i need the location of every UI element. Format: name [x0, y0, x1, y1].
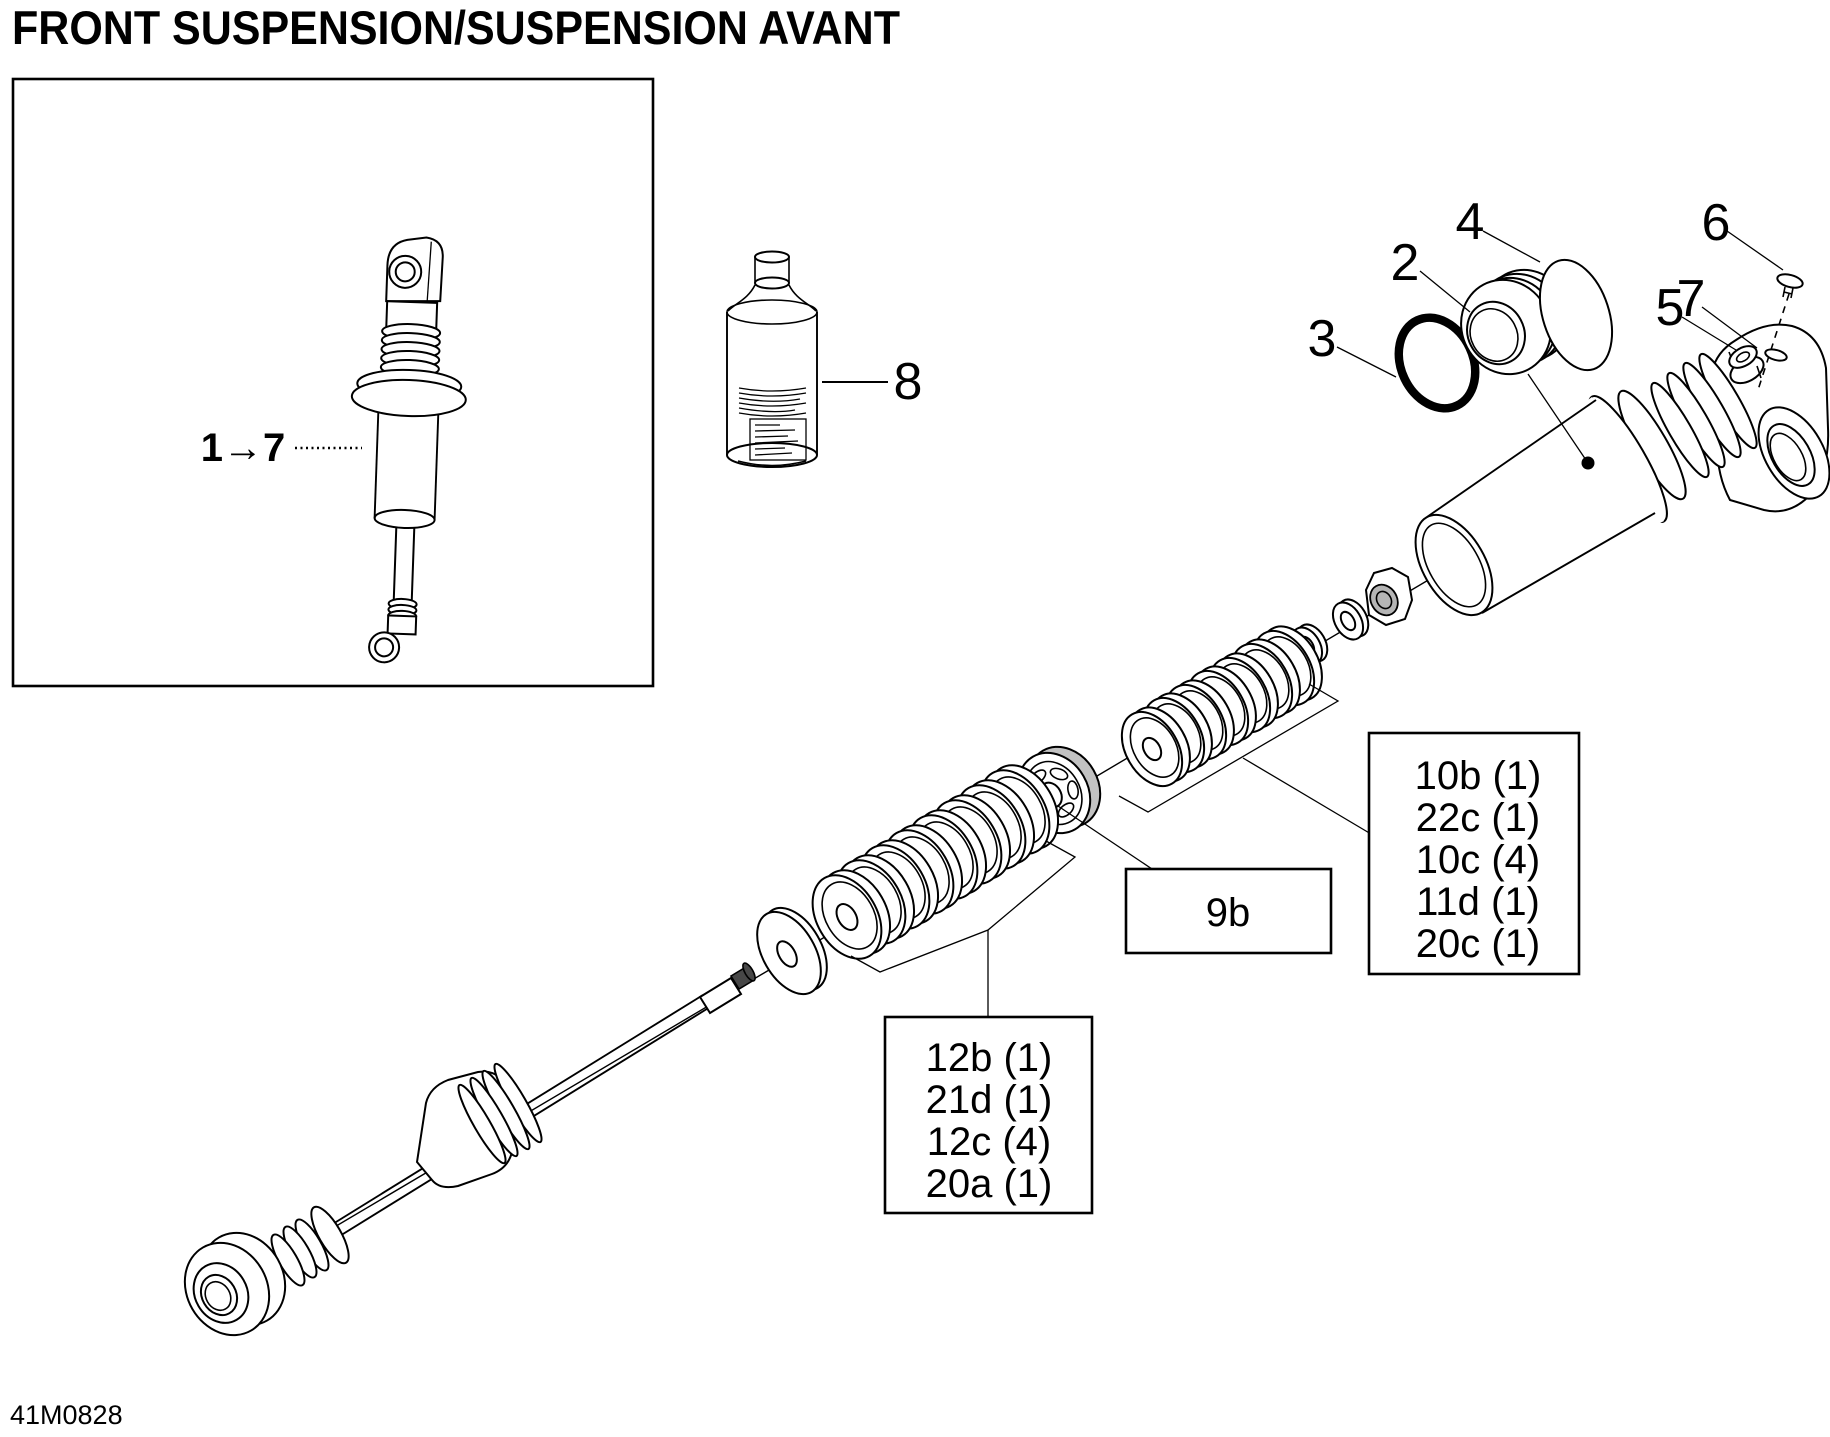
- parts-box-right-line: 20c (1): [1416, 922, 1541, 966]
- position-dot: [1581, 456, 1595, 470]
- callout-3: 3: [1308, 310, 1337, 368]
- bracket-right: [1118, 683, 1340, 813]
- spring-stack-left: [797, 752, 1074, 972]
- doc-code: 41M0828: [10, 1400, 123, 1430]
- can-label-text-block: [749, 418, 807, 461]
- parts-box-left-line: 21d (1): [926, 1078, 1053, 1122]
- reservoir-body: [1414, 323, 1830, 617]
- parts-box-right-line: 11d (1): [1416, 880, 1540, 924]
- parts-box-left-line: 12c (4): [927, 1120, 1052, 1164]
- shock-oil-can: 8: [726, 250, 923, 468]
- shock-shaft: [183, 962, 756, 1337]
- callout-8: 8: [894, 353, 923, 411]
- callout-7: 7: [1677, 270, 1706, 328]
- seal-head: [415, 1062, 543, 1189]
- parts-box-left-line: 12b (1): [926, 1036, 1053, 1080]
- parts-box-left-line: 20a (1): [926, 1162, 1053, 1206]
- callout-2: 2: [1391, 234, 1420, 292]
- page-title: FRONT SUSPENSION/SUSPENSION AVANT: [12, 1, 900, 54]
- parts-box-right-line: 10b (1): [1415, 754, 1542, 798]
- leader-line-9b: [1057, 805, 1153, 870]
- callout-5: 5: [1656, 279, 1685, 337]
- group-brackets: [850, 683, 1372, 1017]
- screw-centerline: [1757, 293, 1790, 391]
- range-label: 1→7: [201, 426, 286, 470]
- bracket-right-connector: [1242, 757, 1372, 835]
- callout-leaders: [1336, 230, 1784, 378]
- leader-line-2: [1419, 270, 1471, 313]
- assembled-shock: 1→7: [201, 236, 467, 664]
- valve-box-label: 9b: [1206, 891, 1251, 935]
- body-open-end: [1414, 513, 1494, 617]
- leader-line-7: [1701, 306, 1758, 349]
- parts-box-left: 12b (1) 21d (1) 12c (4) 20a (1): [883, 1015, 1094, 1215]
- leader-line-3: [1336, 346, 1397, 378]
- can-label-stripes: [738, 387, 807, 417]
- valve-box: 9b: [1124, 867, 1333, 955]
- exploded-assembly: 2 3 4 5 6 7: [183, 193, 1830, 1337]
- lock-nut: [1364, 566, 1414, 627]
- parts-box-right-line: 22c (1): [1416, 796, 1541, 840]
- parts-box-right-line: 10c (4): [1416, 838, 1541, 882]
- valve-fitting: [1728, 345, 1765, 385]
- shaft-eyelet: [183, 1231, 287, 1337]
- leader-line-collar-position: [1527, 373, 1589, 464]
- leader-line-5: [1681, 316, 1737, 351]
- callout-4: 4: [1456, 193, 1485, 251]
- spring-seat-washer: [756, 906, 828, 996]
- valve-washer: [1764, 348, 1788, 362]
- leader-line-4: [1482, 230, 1541, 263]
- leader-line-6: [1726, 230, 1784, 271]
- inset-frame: [11, 77, 655, 688]
- callout-6: 6: [1702, 194, 1731, 252]
- parts-box-right: 10b (1) 22c (1) 10c (4) 11d (1) 20c (1): [1367, 731, 1581, 976]
- membrane: [1539, 258, 1613, 372]
- valve-screw: [1757, 273, 1804, 391]
